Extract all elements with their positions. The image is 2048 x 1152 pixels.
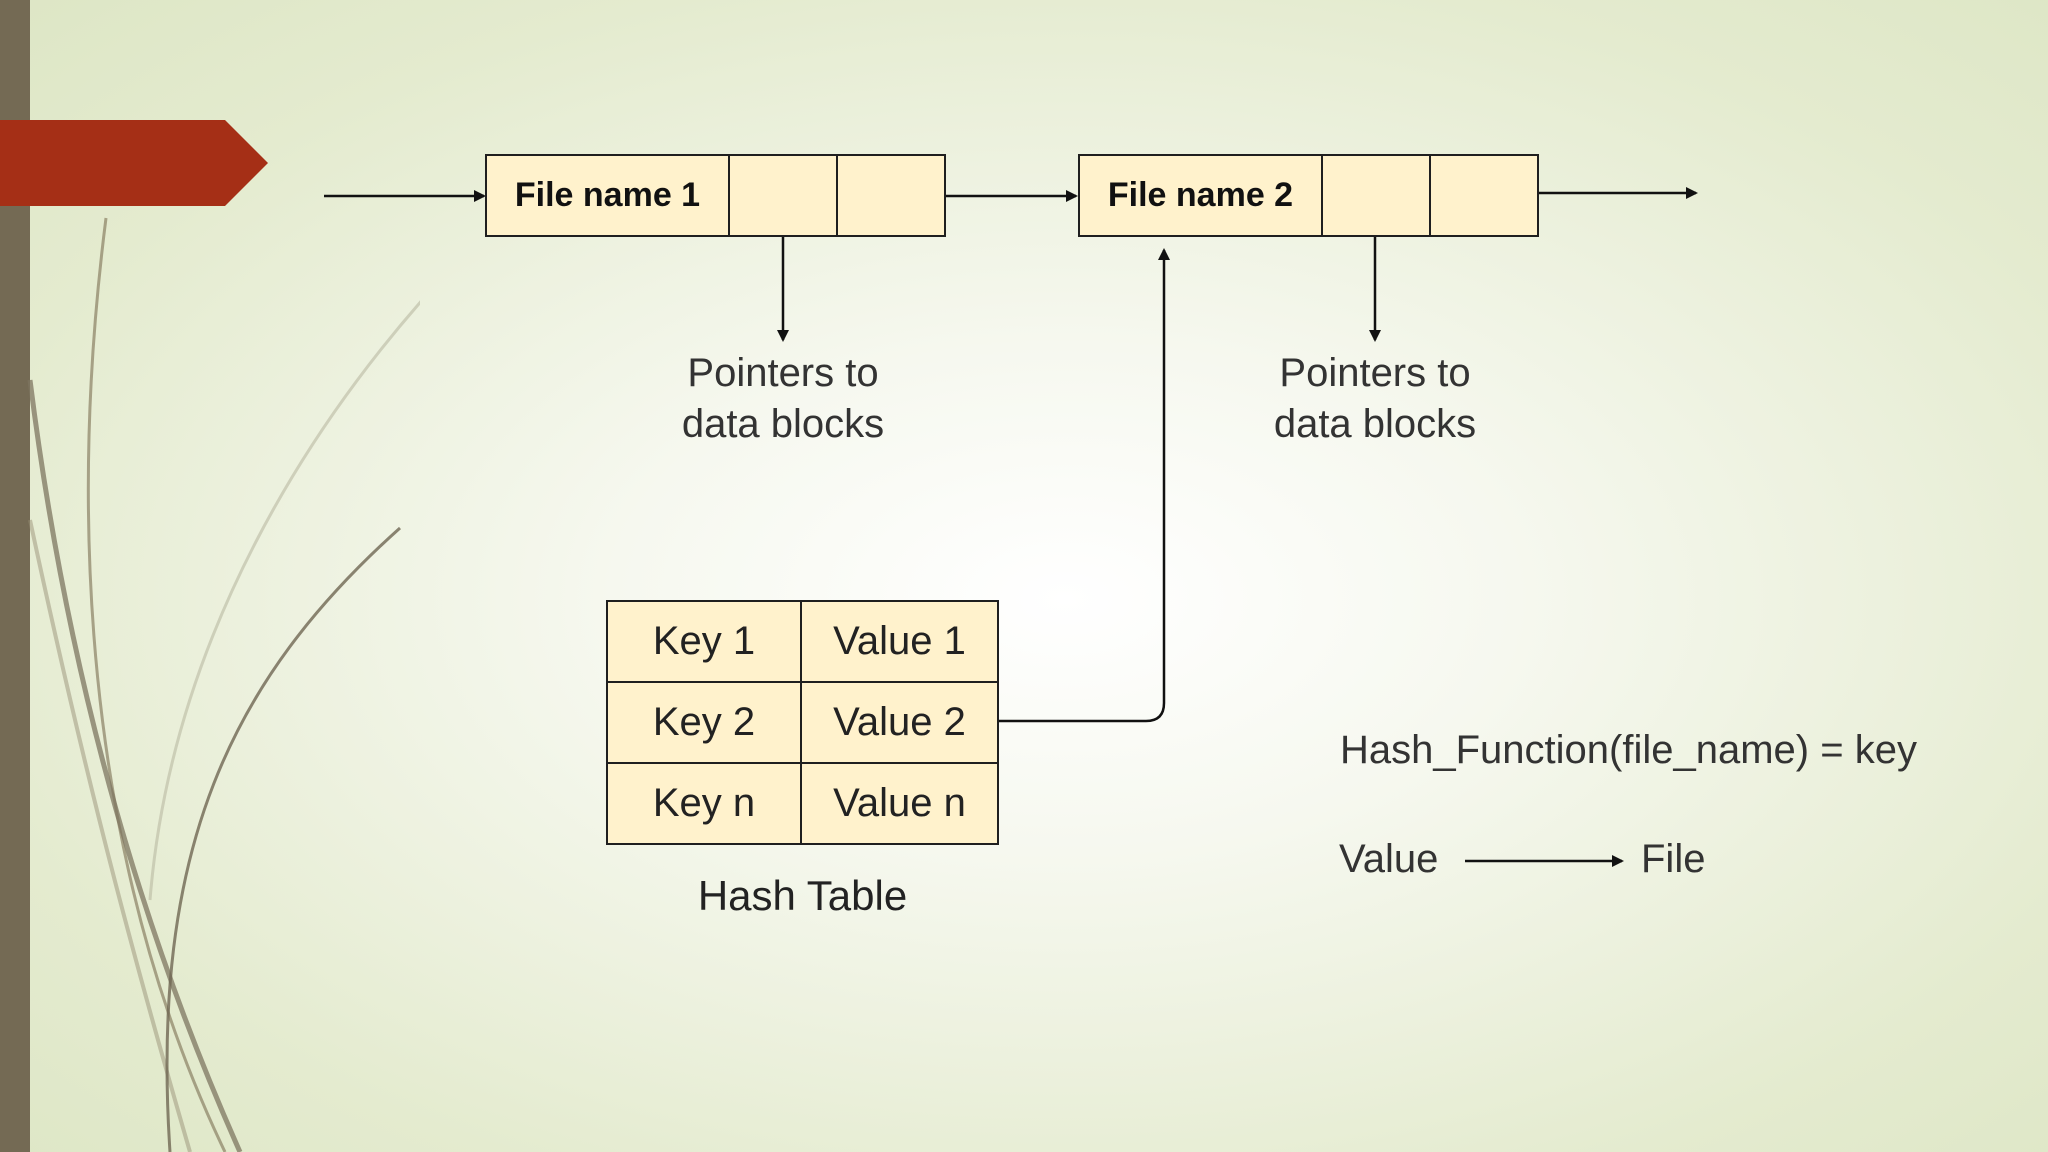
- hash-table-key-cell: Key 1: [606, 600, 802, 683]
- caption-line: data blocks: [681, 402, 885, 446]
- caption-line: Pointers to: [687, 351, 879, 395]
- hash-table-value-cell: Value 1: [800, 600, 999, 683]
- hash-table-value-cell: Value 2: [800, 681, 999, 764]
- caption-line: Pointers to: [1279, 351, 1471, 395]
- mapping-to-label: File: [1641, 837, 1706, 881]
- node2-pointer-cell-b: [1429, 154, 1539, 237]
- node1-pointer-caption: Pointers to data blocks: [643, 348, 923, 450]
- node1-name-cell: [485, 154, 730, 237]
- node1-label: File name 1: [514, 176, 701, 214]
- node2-pointer-cell-a: [1321, 154, 1431, 237]
- node1-pointer-cell-b: [836, 154, 946, 237]
- hash-table-key-cell: Key n: [606, 762, 802, 845]
- node2-pointer-caption: Pointers to data blocks: [1235, 348, 1515, 450]
- caption-line: data blocks: [1273, 402, 1477, 446]
- decorative-swoosh-lines: [27, 217, 420, 1152]
- hash-function-formula: Hash_Function(file_name) = key: [1340, 728, 1917, 772]
- node2-label: File name 2: [1107, 176, 1294, 214]
- hash-table-title: Hash Table: [697, 872, 908, 919]
- accent-tab-shape: [0, 120, 268, 206]
- node2-name-cell: [1078, 154, 1323, 237]
- hash-table-value-cell: Value n: [800, 762, 999, 845]
- node1-pointer-cell-a: [728, 154, 838, 237]
- mapping-from-label: Value: [1339, 837, 1439, 881]
- value2-to-node2-arrow: [998, 248, 1170, 723]
- hash-table-key-cell: Key 2: [606, 681, 802, 764]
